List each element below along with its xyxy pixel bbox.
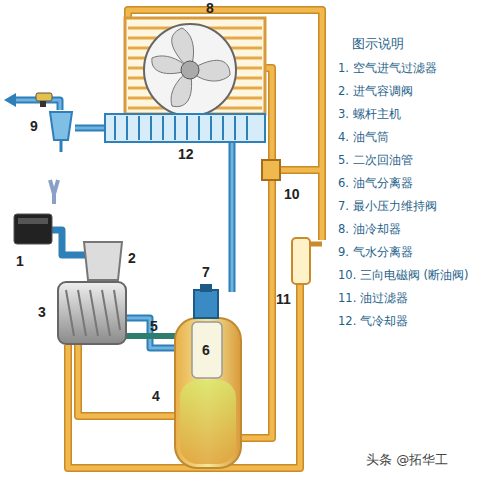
legend-entry: 11. 油过滤器	[338, 292, 408, 306]
legend-entry: 7. 最小压力维持阀	[338, 200, 437, 214]
callout-number: 9	[30, 118, 38, 135]
callout-number: 7	[202, 264, 210, 281]
legend-entry: 5. 二次回油管	[338, 154, 413, 168]
legend-entry: 2. 进气容调阀	[338, 85, 413, 99]
callout-number: 6	[202, 342, 210, 359]
callout-number: 8	[206, 0, 214, 17]
legend-entry: 9. 气水分离器	[338, 246, 413, 260]
legend-entry: 3. 螺杆主机	[338, 108, 401, 122]
callout-number: 12	[178, 146, 194, 163]
callout-number: 4	[152, 388, 160, 405]
callout-number: 11	[276, 291, 291, 308]
legend-entry: 1. 空气进气过滤器	[338, 62, 437, 76]
legend-entry: 12. 气冷却器	[338, 315, 408, 329]
callout-number: 1	[16, 253, 24, 270]
callout-number: 3	[38, 304, 46, 321]
legend-entry: 10. 三向电磁阀 (断油阀)	[338, 269, 469, 283]
legend-entry: 8. 油冷却器	[338, 223, 401, 237]
callout-number: 10	[284, 186, 300, 203]
legend-heading: 图示说明	[352, 36, 404, 52]
callout-number: 2	[128, 250, 136, 267]
legend-entry: 6. 油气分离器	[338, 177, 413, 191]
watermark: 头条 @拓华工	[366, 452, 448, 468]
legend-entry: 4. 油气筒	[338, 131, 389, 145]
callout-number: 5	[150, 318, 158, 335]
